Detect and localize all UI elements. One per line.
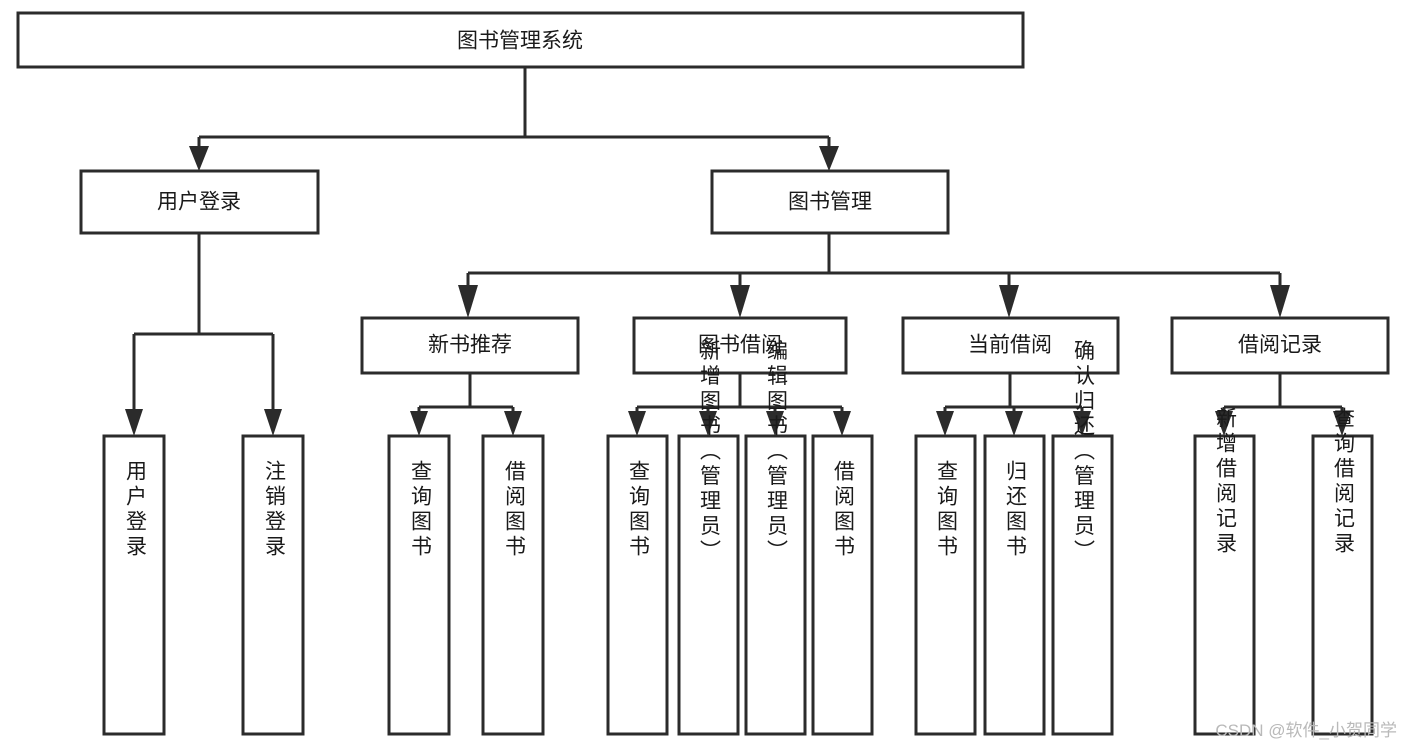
node-leaf-return-book-label: 归还图书 (1004, 460, 1028, 560)
edge-borrow-record-to-leaves (1215, 373, 1351, 436)
arrow-head-leaf-edit-book (766, 411, 784, 436)
node-leaf-edit-book-box[interactable] (744, 434, 807, 736)
node-current-borrow[interactable]: 当前借阅 (901, 316, 1120, 375)
arrow-head-borrow-record (1270, 285, 1290, 318)
arrow-head-book-mgmt (819, 146, 839, 171)
node-leaf-borrow-book-b-box[interactable] (811, 434, 874, 736)
node-leaf-return-book[interactable]: 归还图书 (983, 434, 1046, 736)
node-book-borrow-box[interactable] (632, 316, 848, 375)
node-leaf-logout-box[interactable] (241, 434, 305, 736)
arrow-head-leaf-add-book (699, 411, 717, 436)
node-borrow-record-box[interactable] (1170, 316, 1390, 375)
node-leaf-edit-book-label: 编辑图书（管理员） (765, 340, 789, 565)
node-leaf-borrow-book-a-label: 借阅图书 (503, 460, 527, 560)
edge-user-login-to-leaves (125, 233, 282, 436)
arrow-head-user-login (189, 146, 209, 171)
arrow-head-leaf-logout (264, 409, 282, 436)
node-leaf-query-record[interactable]: 查询借阅记录 (1311, 407, 1374, 736)
node-leaf-query-book-a-box[interactable] (387, 434, 451, 736)
node-user-login[interactable]: 用户登录 (79, 169, 320, 235)
node-book-borrow[interactable]: 图书借阅 (632, 316, 848, 375)
node-leaf-return-book-box[interactable] (983, 434, 1046, 736)
node-leaf-add-record-label: 新增借阅记录 (1214, 407, 1238, 557)
arrow-head-leaf-query-book-b (628, 411, 646, 436)
node-root-box[interactable] (16, 11, 1025, 69)
arrow-head-leaf-borrow-book-b (833, 411, 851, 436)
node-leaf-query-record-label: 查询借阅记录 (1332, 407, 1356, 557)
arrow-head-leaf-query-book-a (410, 411, 428, 436)
node-new-book-rec-box[interactable] (360, 316, 580, 375)
arrow-head-current-borrow (999, 285, 1019, 318)
node-leaf-user-login-label: 用户登录 (124, 460, 148, 560)
node-borrow-record[interactable]: 借阅记录 (1170, 316, 1390, 375)
node-leaf-query-record-box[interactable] (1311, 434, 1374, 736)
node-user-login-label: 用户登录 (157, 191, 241, 214)
node-leaf-query-book-a[interactable]: 查询图书 (387, 434, 451, 736)
node-new-book-rec-label: 新书推荐 (428, 334, 512, 357)
node-root-label: 图书管理系统 (457, 30, 583, 53)
edge-book-mgmt-to-level3 (458, 233, 1290, 318)
arrow-head-leaf-return-book (1005, 411, 1023, 436)
arrow-head-leaf-borrow-book-a (504, 411, 522, 436)
arrow-head-new-book-rec (458, 285, 478, 318)
node-current-borrow-box[interactable] (901, 316, 1120, 375)
node-leaf-confirm-return-label: 确认归还（管理员） (1072, 340, 1096, 565)
node-leaf-edit-book[interactable]: 编辑图书（管理员） (744, 340, 807, 736)
node-borrow-record-label: 借阅记录 (1238, 334, 1322, 357)
node-current-borrow-label: 当前借阅 (968, 334, 1052, 357)
node-leaf-query-book-c[interactable]: 查询图书 (914, 434, 977, 736)
node-book-mgmt[interactable]: 图书管理 (710, 169, 950, 235)
arrow-head-leaf-add-record (1215, 411, 1233, 436)
node-leaf-query-book-b[interactable]: 查询图书 (606, 434, 669, 736)
csdn-watermark: CSDN @软件_小贺同学 (1215, 721, 1397, 740)
arrow-head-book-borrow (730, 285, 750, 318)
node-leaf-add-book-box[interactable] (677, 434, 740, 736)
node-leaf-query-book-c-label: 查询图书 (935, 460, 959, 560)
arrow-head-leaf-confirm-return (1073, 411, 1091, 436)
node-leaf-confirm-return-box[interactable] (1051, 434, 1114, 736)
edge-book-borrow-to-leaves (628, 373, 851, 436)
node-leaf-confirm-return[interactable]: 确认归还（管理员） (1051, 340, 1114, 736)
node-leaf-borrow-book-b-label: 借阅图书 (832, 460, 856, 560)
node-leaf-query-book-c-box[interactable] (914, 434, 977, 736)
node-book-borrow-label: 图书借阅 (698, 334, 782, 357)
node-leaf-query-book-b-label: 查询图书 (627, 460, 651, 560)
node-book-mgmt-label: 图书管理 (788, 191, 872, 214)
node-leaf-borrow-book-a-box[interactable] (481, 434, 545, 736)
edge-new-book-rec-to-leaves (410, 373, 522, 436)
node-leaf-add-book[interactable]: 新增图书（管理员） (677, 340, 740, 736)
node-leaf-logout[interactable]: 注销登录 (241, 434, 305, 736)
edge-root-to-level2 (189, 67, 839, 171)
node-leaf-query-book-b-box[interactable] (606, 434, 669, 736)
arrow-head-leaf-query-record (1333, 411, 1351, 436)
node-leaf-user-login[interactable]: 用户登录 (102, 434, 166, 736)
edge-current-borrow-to-leaves (936, 373, 1091, 436)
node-leaf-add-book-label: 新增图书（管理员） (698, 340, 722, 565)
node-leaf-borrow-book-a[interactable]: 借阅图书 (481, 434, 545, 736)
node-leaf-user-login-box[interactable] (102, 434, 166, 736)
node-leaf-add-record-box[interactable] (1193, 434, 1256, 736)
node-new-book-rec[interactable]: 新书推荐 (360, 316, 580, 375)
node-root[interactable]: 图书管理系统 (16, 11, 1025, 69)
arrow-head-leaf-user-login (125, 409, 143, 436)
node-book-mgmt-box[interactable] (710, 169, 950, 235)
node-leaf-query-book-a-label: 查询图书 (409, 460, 433, 560)
node-user-login-box[interactable] (79, 169, 320, 235)
node-leaf-borrow-book-b[interactable]: 借阅图书 (811, 434, 874, 736)
node-leaf-add-record[interactable]: 新增借阅记录 (1193, 407, 1256, 736)
node-leaf-logout-label: 注销登录 (263, 460, 287, 560)
arrow-head-leaf-query-book-c (936, 411, 954, 436)
